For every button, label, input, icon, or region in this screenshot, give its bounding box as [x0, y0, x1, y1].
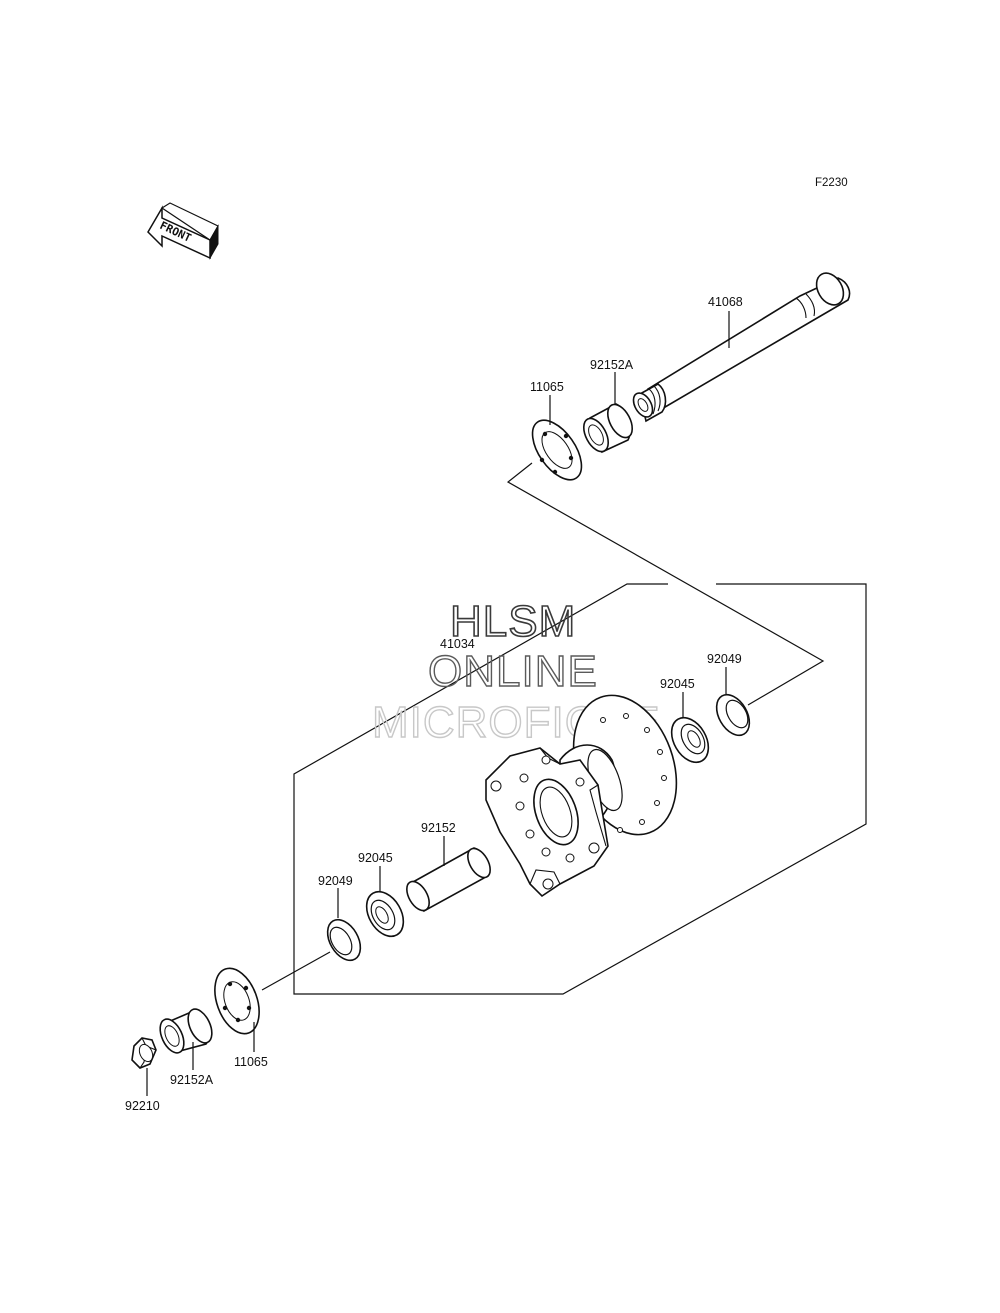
assembly-guide-lower — [261, 951, 331, 991]
label-nut: 92210 — [125, 1099, 160, 1113]
seal-right-part — [715, 693, 751, 737]
hub-bracket-outline — [293, 583, 867, 995]
hub-part — [485, 694, 678, 898]
assembly-guide-upper — [506, 462, 825, 706]
diagram-code: F2230 — [815, 177, 848, 189]
collar-lower-part — [159, 1008, 213, 1054]
watermark-line1: HLSM — [450, 597, 576, 646]
rotor-plate-upper-part — [531, 419, 583, 481]
label-seal-left: 92049 — [318, 874, 353, 888]
seal-left-part — [326, 918, 362, 962]
label-collar-lower: 92152A — [170, 1073, 214, 1087]
label-bearing-right: 92045 — [660, 677, 695, 691]
nut-part — [131, 1037, 157, 1069]
collar-upper-part — [582, 403, 634, 454]
label-seal-right: 92049 — [707, 652, 742, 666]
bearing-left-part — [365, 890, 405, 938]
label-spacer: 92152 — [421, 821, 456, 835]
label-bearing-left: 92045 — [358, 851, 393, 865]
label-collar-upper: 92152A — [590, 358, 634, 372]
bearing-right-part — [670, 716, 710, 764]
spacer-part — [406, 847, 491, 913]
label-rotor-upper: 11065 — [530, 380, 564, 394]
label-rotor-lower: 11065 — [234, 1055, 268, 1069]
watermark-line2: ONLINE — [428, 647, 598, 696]
front-arrow-icon: FRONT — [147, 202, 219, 260]
rotor-plate-lower-part — [214, 967, 260, 1035]
label-axle: 41068 — [708, 295, 743, 309]
label-hub: 41034 — [440, 637, 475, 651]
axle-part — [632, 272, 851, 423]
